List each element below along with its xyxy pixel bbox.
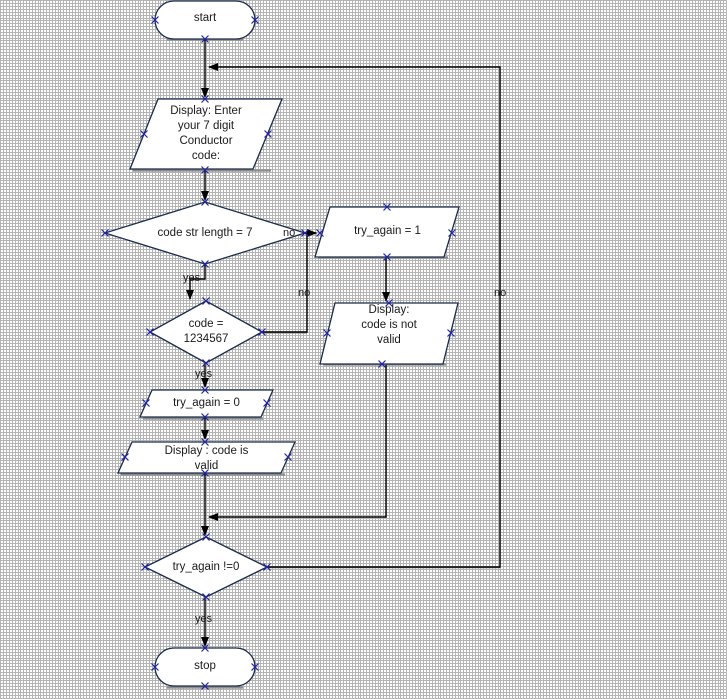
node-prompt[interactable] xyxy=(129,98,283,170)
node-validmsg[interactable] xyxy=(116,441,297,474)
node-loopcheck[interactable] xyxy=(143,536,269,598)
node-invalidmsg[interactable] xyxy=(319,302,459,365)
edge-invalid-loopcheck xyxy=(208,365,387,521)
connectors xyxy=(186,38,501,647)
node-codecheck[interactable] xyxy=(148,300,264,364)
node-stop[interactable] xyxy=(154,647,256,687)
edge-loopcheck-no xyxy=(208,63,501,568)
edge-codecheck-no xyxy=(262,233,308,333)
node-start[interactable] xyxy=(154,0,256,40)
node-tryagain1[interactable] xyxy=(314,206,460,258)
node-tryagain0[interactable] xyxy=(138,389,275,418)
edge-lencheck-yes xyxy=(186,264,206,300)
node-lencheck[interactable] xyxy=(102,201,308,265)
shapes[interactable] xyxy=(102,0,460,687)
